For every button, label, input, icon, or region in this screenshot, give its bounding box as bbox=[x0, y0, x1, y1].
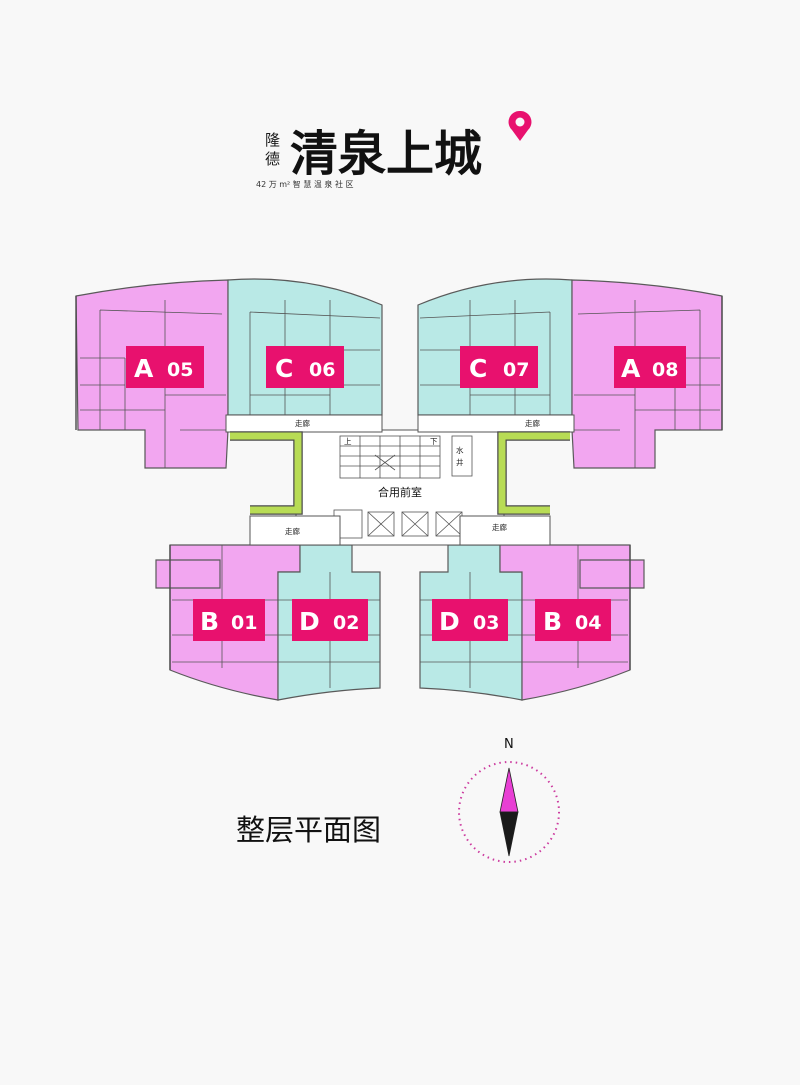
brand-name: 清泉上城 bbox=[290, 126, 482, 182]
compass-north-label: N bbox=[504, 737, 514, 752]
unit-number-d03: 03 bbox=[473, 612, 499, 634]
corridor-label-tl: 走廊 bbox=[295, 418, 310, 428]
unit-letter-d02: D bbox=[299, 607, 320, 636]
unit-b04-ext bbox=[579, 559, 645, 589]
unit-number-b01: 01 bbox=[231, 612, 257, 634]
compass-south-needle bbox=[499, 811, 519, 857]
stair-up-label: 上 bbox=[344, 437, 352, 446]
corridor-bottom-left bbox=[249, 515, 341, 546]
unit-label-c07: C 07 bbox=[460, 346, 538, 388]
unit-label-b01: B 01 bbox=[193, 599, 265, 641]
corridor-top-left bbox=[225, 414, 383, 433]
unit-number-c06: 06 bbox=[309, 359, 335, 381]
unit-label-d03: D 03 bbox=[432, 599, 508, 641]
corridor-label-br: 走廊 bbox=[492, 522, 507, 532]
unit-label-c06: C 06 bbox=[266, 346, 344, 388]
brand-logo: 隆 德 清泉上城 42 万 m² 智 慧 温 泉 社 区 bbox=[256, 110, 532, 189]
water-shaft-label-2: 井 bbox=[456, 457, 464, 467]
unit-b01-ext bbox=[155, 559, 221, 589]
brand-prefix-2: 德 bbox=[265, 150, 280, 168]
unit-letter-a08: A bbox=[621, 354, 641, 383]
unit-letter-c07: C bbox=[469, 354, 487, 383]
unit-label-a05: A 05 bbox=[126, 346, 204, 388]
brand-prefix-1: 隆 bbox=[265, 131, 280, 149]
unit-label-a08: A 08 bbox=[614, 346, 686, 388]
unit-letter-c06: C bbox=[275, 354, 293, 383]
compass-north-needle bbox=[499, 767, 519, 813]
floor-plan-title: 整层平面图 bbox=[236, 813, 381, 847]
location-pin-icon bbox=[508, 110, 532, 141]
unit-letter-b04: B bbox=[543, 607, 562, 636]
unit-label-d02: D 02 bbox=[292, 599, 368, 641]
unit-number-c07: 07 bbox=[503, 359, 529, 381]
unit-letter-d03: D bbox=[439, 607, 460, 636]
unit-number-b04: 04 bbox=[575, 612, 601, 634]
compass-icon: N bbox=[458, 737, 560, 863]
green-walkways bbox=[230, 431, 570, 515]
shared-lobby-label: 合用前室 bbox=[378, 485, 422, 499]
floor-plan: 水 井 上 下 合用前室 bbox=[75, 278, 723, 701]
corridor-bottom-right bbox=[459, 515, 551, 546]
unit-label-b04: B 04 bbox=[535, 599, 611, 641]
outer-walls bbox=[75, 296, 723, 670]
unit-number-d02: 02 bbox=[333, 612, 359, 634]
corridor-top-right bbox=[417, 414, 575, 433]
unit-labels: A 05 C 06 C 07 A 08 B 01 D 02 bbox=[126, 346, 686, 641]
stair-down-label: 下 bbox=[430, 437, 438, 446]
water-shaft-label-1: 水 bbox=[456, 445, 464, 455]
unit-letter-b01: B bbox=[200, 607, 219, 636]
brand-slogan: 42 万 m² 智 慧 温 泉 社 区 bbox=[256, 179, 354, 189]
corridor-label-tr: 走廊 bbox=[525, 418, 540, 428]
unit-number-a08: 08 bbox=[652, 359, 678, 381]
corridor-label-bl: 走廊 bbox=[285, 526, 300, 536]
unit-number-a05: 05 bbox=[167, 359, 193, 381]
unit-letter-a05: A bbox=[134, 354, 154, 383]
